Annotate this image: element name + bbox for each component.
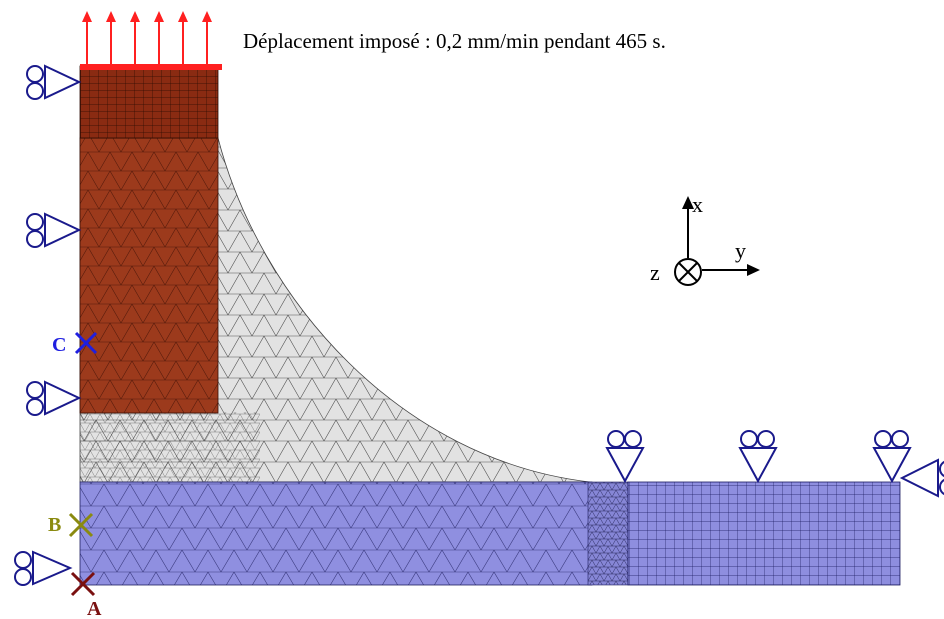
point-c-cross: [74, 331, 98, 355]
load-arrow-head-5: [178, 11, 188, 22]
axis-z-label: z: [650, 260, 660, 285]
point-b: B: [48, 512, 94, 538]
load-arrow-head-6: [202, 11, 212, 22]
arrow-group: [82, 11, 212, 66]
support-left-4: [14, 550, 73, 586]
load-arrow-head-3: [130, 11, 140, 22]
axis-y-label: y: [735, 238, 746, 263]
coordinate-system: x y z: [650, 192, 760, 286]
load-arrow-head-4: [154, 11, 164, 22]
point-a-cross: [70, 571, 96, 597]
load-bar: [80, 64, 222, 70]
axis-x-label: x: [692, 192, 703, 217]
caption: Déplacement imposé : 0,2 mm/min pendant …: [243, 29, 666, 53]
point-c-label: C: [52, 334, 66, 356]
point-a-label: A: [87, 598, 102, 619]
load-arrow-head-2: [106, 11, 116, 22]
point-b-cross: [68, 512, 94, 538]
support-left-2: [26, 212, 82, 248]
support-right: [899, 458, 944, 498]
lower-arm: [79, 481, 901, 586]
support-left-1: [26, 64, 82, 100]
support-top-2: [738, 430, 778, 484]
upper-arm: [79, 65, 219, 414]
support-top-3: [872, 430, 912, 484]
point-c: C: [52, 331, 98, 356]
support-left-3: [26, 380, 82, 416]
point-a: A: [70, 571, 102, 619]
load-arrow-head-1: [82, 11, 92, 22]
point-b-label: B: [48, 514, 61, 536]
support-top-1: [605, 430, 645, 484]
load-arrows: [80, 11, 222, 70]
